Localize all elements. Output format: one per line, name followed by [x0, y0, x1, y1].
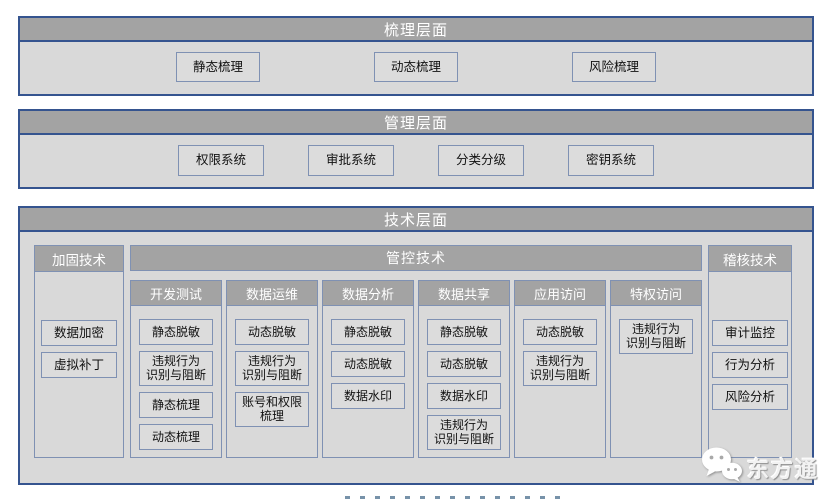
group-control-title: 管控技术	[130, 245, 702, 271]
box-dynamic-masking: 动态脱敏	[235, 319, 309, 345]
layer-management-title: 管理层面	[20, 111, 812, 135]
box-violation-detect-block: 违规行为 识别与阻断	[139, 351, 213, 386]
box-key-system: 密钥系统	[568, 144, 654, 176]
box-virtual-patch: 虚拟补丁	[41, 352, 117, 378]
box-dynamic-masking: 动态脱敏	[331, 351, 405, 377]
layer-technology-body: 加固技术 数据加密 虚拟补丁 管控技术 开发测试 静态脱敏 违规行为 识别与阻断…	[20, 232, 812, 485]
column-data-sharing-title: 数据共享	[419, 281, 509, 306]
box-violation-detect-block: 违规行为 识别与阻断	[235, 351, 309, 386]
column-dev-test: 开发测试 静态脱敏 违规行为 识别与阻断 静态梳理 动态梳理	[130, 280, 222, 458]
layer-sorting-body: 静态梳理 动态梳理 风险梳理	[20, 42, 812, 92]
group-audit-body: 审计监控 行为分析 风险分析	[709, 272, 791, 457]
group-control-columns: 开发测试 静态脱敏 违规行为 识别与阻断 静态梳理 动态梳理 数据运维 动态脱敏…	[130, 280, 702, 458]
group-audit: 稽核技术 审计监控 行为分析 风险分析	[708, 245, 792, 458]
box-data-watermark: 数据水印	[331, 383, 405, 409]
column-data-ops-title: 数据运维	[227, 281, 317, 306]
group-hardening: 加固技术 数据加密 虚拟补丁	[34, 245, 124, 458]
layer-sorting-title: 梳理层面	[20, 18, 812, 42]
box-account-permission-comb: 账号和权限 梳理	[235, 391, 309, 427]
box-violation-detect-block: 违规行为 识别与阻断	[427, 415, 501, 450]
box-risk-comb: 风险梳理	[572, 52, 656, 82]
group-hardening-body: 数据加密 虚拟补丁	[35, 272, 123, 457]
box-classification-grading: 分类分级	[438, 144, 524, 176]
box-violation-detect-block: 违规行为 识别与阻断	[619, 319, 693, 354]
box-dynamic-masking: 动态脱敏	[427, 351, 501, 377]
box-behavior-analysis: 行为分析	[712, 352, 788, 378]
box-dynamic-comb: 动态梳理	[139, 423, 213, 450]
column-app-access: 应用访问 动态脱敏 违规行为 识别与阻断	[514, 280, 606, 458]
column-privileged-access-title: 特权访问	[611, 281, 701, 306]
group-hardening-title: 加固技术	[35, 246, 123, 272]
box-data-watermark: 数据水印	[427, 383, 501, 409]
layer-technology: 技术层面 加固技术 数据加密 虚拟补丁 管控技术 开发测试 静态脱敏	[18, 206, 814, 485]
box-static-masking: 静态脱敏	[139, 319, 213, 345]
column-privileged-access: 特权访问 违规行为 识别与阻断	[610, 280, 702, 458]
box-dynamic-masking: 动态脱敏	[523, 319, 597, 345]
box-risk-analysis: 风险分析	[712, 384, 788, 410]
layer-sorting: 梳理层面 静态梳理 动态梳理 风险梳理	[18, 16, 814, 96]
cropped-caption-fragment	[345, 496, 560, 499]
column-data-analysis: 数据分析 静态脱敏 动态脱敏 数据水印	[322, 280, 414, 458]
box-static-comb: 静态梳理	[139, 391, 213, 418]
box-data-encryption: 数据加密	[41, 320, 117, 346]
layer-management-body: 权限系统 审批系统 分类分级 密钥系统	[20, 135, 812, 185]
box-violation-detect-block: 违规行为 识别与阻断	[523, 351, 597, 386]
group-audit-title: 稽核技术	[709, 246, 791, 272]
box-dynamic-comb: 动态梳理	[374, 52, 458, 82]
box-audit-monitor: 审计监控	[712, 320, 788, 346]
box-approval-system: 审批系统	[308, 144, 394, 176]
group-control: 管控技术 开发测试 静态脱敏 违规行为 识别与阻断 静态梳理 动态梳理 数据运维	[130, 245, 702, 458]
box-permission-system: 权限系统	[178, 144, 264, 176]
box-static-comb: 静态梳理	[176, 52, 260, 82]
layer-technology-title: 技术层面	[20, 208, 812, 232]
column-app-access-title: 应用访问	[515, 281, 605, 306]
column-data-analysis-title: 数据分析	[323, 281, 413, 306]
column-data-sharing: 数据共享 静态脱敏 动态脱敏 数据水印 违规行为 识别与阻断	[418, 280, 510, 458]
column-data-ops: 数据运维 动态脱敏 违规行为 识别与阻断 账号和权限 梳理	[226, 280, 318, 458]
column-dev-test-title: 开发测试	[131, 281, 221, 306]
box-static-masking: 静态脱敏	[331, 319, 405, 345]
layer-management: 管理层面 权限系统 审批系统 分类分级 密钥系统	[18, 109, 814, 189]
box-static-masking: 静态脱敏	[427, 319, 501, 345]
